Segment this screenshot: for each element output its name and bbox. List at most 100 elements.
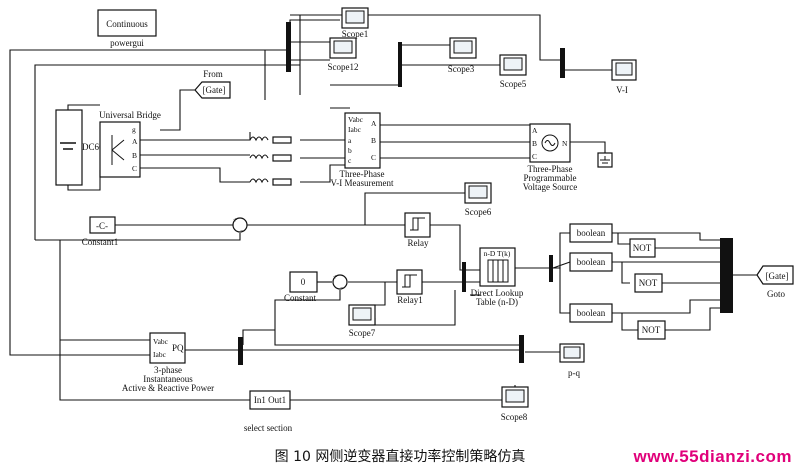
svg-text:+: + bbox=[333, 272, 337, 281]
rl-branch-c bbox=[249, 178, 292, 186]
select-section-block[interactable]: In1 Out1 select section bbox=[244, 390, 293, 433]
not-block-2[interactable]: NOT bbox=[634, 273, 663, 293]
pq-label-3: Active & Reactive Power bbox=[122, 383, 214, 393]
lookup-label-2: Table (n-D) bbox=[476, 297, 518, 307]
svg-text:Scope6: Scope6 bbox=[465, 207, 492, 217]
svg-text:V-I: V-I bbox=[616, 85, 628, 95]
vi-out-b: B bbox=[371, 136, 376, 145]
bridge-port-a: A bbox=[132, 137, 138, 146]
sum-block-1[interactable]: + − bbox=[232, 215, 248, 235]
vs-label-2: Programmable bbox=[524, 173, 577, 183]
not-block-1[interactable]: NOT bbox=[629, 238, 656, 258]
dc-source-block[interactable]: DC600V bbox=[55, 109, 115, 186]
scope-vi[interactable]: V-I bbox=[611, 59, 637, 95]
svg-text:−: − bbox=[240, 226, 244, 235]
vi-out-c: C bbox=[371, 153, 376, 162]
vs-port-c: C bbox=[532, 152, 537, 161]
universal-bridge-block[interactable]: Universal Bridge g A B C bbox=[99, 110, 161, 178]
mux-bus-pq2[interactable] bbox=[519, 335, 524, 363]
vs-port-n: N bbox=[562, 139, 568, 148]
relay-block[interactable]: Relay bbox=[404, 212, 431, 248]
goto-label: Goto bbox=[767, 289, 786, 299]
mux-bus-2[interactable] bbox=[398, 42, 402, 87]
vi-port-c: c bbox=[348, 156, 352, 165]
from-label: From bbox=[203, 69, 223, 79]
pq-in-iabc: Iabc bbox=[153, 350, 167, 359]
pq-out: PQ bbox=[172, 343, 184, 353]
voltage-source-block[interactable]: A B C N Three-Phase Programmable Voltage… bbox=[523, 123, 578, 192]
goto-tag: [Gate] bbox=[766, 271, 789, 281]
powergui-label: powergui bbox=[110, 38, 144, 48]
relay1-block[interactable]: Relay1 bbox=[396, 269, 423, 305]
powergui-block[interactable]: Continuous powergui bbox=[97, 9, 157, 48]
ground-icon bbox=[597, 152, 613, 168]
constant1-label: Constant1 bbox=[82, 237, 119, 247]
vi-port-iabc: Iabc bbox=[348, 125, 362, 134]
scope-scope12[interactable]: Scope12 bbox=[328, 37, 359, 72]
vi-port-vabc: Vabc bbox=[348, 115, 364, 124]
mux-bus-pq[interactable] bbox=[238, 337, 243, 365]
mux-bus-3[interactable] bbox=[560, 48, 565, 78]
lookup-label-1: Direct Lookup bbox=[471, 288, 524, 298]
bridge-port-c: C bbox=[132, 164, 137, 173]
svg-text:NOT: NOT bbox=[639, 278, 658, 288]
mux-bus-lookup[interactable] bbox=[462, 262, 466, 292]
goto-block[interactable]: [Gate] Goto bbox=[756, 265, 794, 299]
boolean-block-1[interactable]: boolean bbox=[569, 223, 613, 243]
svg-text:boolean: boolean bbox=[577, 228, 606, 238]
demux-bus[interactable] bbox=[549, 255, 553, 282]
buses bbox=[238, 22, 733, 365]
from-gate-block[interactable]: [Gate] From bbox=[194, 69, 231, 99]
mux-bus-1[interactable] bbox=[286, 22, 291, 72]
relay-label: Relay bbox=[408, 238, 429, 248]
vs-port-b: B bbox=[532, 139, 537, 148]
scope-scope6[interactable]: Scope6 bbox=[464, 182, 492, 217]
svg-text:boolean: boolean bbox=[577, 308, 606, 318]
svg-text:NOT: NOT bbox=[642, 325, 661, 335]
scope-scope1[interactable]: Scope1 bbox=[341, 7, 369, 39]
svg-text:Scope12: Scope12 bbox=[328, 62, 359, 72]
svg-text:boolean: boolean bbox=[577, 257, 606, 267]
scope-scope5[interactable]: Scope5 bbox=[499, 54, 527, 89]
vi-label-1: Three-Phase bbox=[340, 169, 385, 179]
svg-text:−: − bbox=[340, 283, 344, 292]
relay1-label: Relay1 bbox=[397, 295, 423, 305]
svg-text:Scope1: Scope1 bbox=[342, 29, 369, 39]
watermark: www.55dianzi.com bbox=[633, 447, 792, 466]
svg-text:Scope3: Scope3 bbox=[448, 64, 475, 74]
pq-block[interactable]: Vabc Iabc PQ 3-phase Instantaneous Activ… bbox=[122, 332, 214, 393]
from-gate-tag: [Gate] bbox=[203, 85, 226, 95]
dc-source-label: DC600V bbox=[82, 142, 115, 152]
pq-label-1: 3-phase bbox=[154, 365, 182, 375]
select-ports: In1 Out1 bbox=[254, 395, 286, 405]
direct-lookup-block[interactable]: n-D T(k) Direct Lookup Table (n-D) bbox=[471, 247, 524, 307]
select-label: select section bbox=[244, 423, 293, 433]
svg-text:Scope8: Scope8 bbox=[501, 412, 528, 422]
constant-value: 0 bbox=[301, 277, 306, 287]
rl-branch-b bbox=[249, 154, 292, 162]
mux-bus-goto[interactable] bbox=[720, 238, 733, 313]
scope-scope3[interactable]: Scope3 bbox=[448, 37, 477, 74]
pq-label-2: Instantaneous bbox=[143, 374, 193, 384]
svg-text:NOT: NOT bbox=[633, 243, 652, 253]
svg-text:+: + bbox=[233, 215, 237, 224]
constant1-block[interactable]: -C- Constant1 bbox=[82, 216, 119, 247]
figure-caption: 图 10 网侧逆变器直接功率控制策略仿真 bbox=[274, 449, 526, 465]
scope-scope8[interactable]: Scope8 bbox=[501, 386, 529, 422]
vi-measurement-block[interactable]: Vabc Iabc a b c A B C Three-Phase V-I Me… bbox=[331, 112, 394, 188]
scope-scope7[interactable]: Scope7 bbox=[348, 304, 376, 338]
lookup-header: n-D T(k) bbox=[484, 249, 511, 258]
vi-label-2: V-I Measurement bbox=[331, 178, 394, 188]
scope-pq[interactable]: p-q bbox=[559, 343, 585, 378]
pq-in-vabc: Vabc bbox=[153, 337, 169, 346]
boolean-block-2[interactable]: boolean bbox=[569, 252, 613, 272]
constant-block[interactable]: 0 Constant bbox=[284, 271, 318, 303]
svg-text:Scope5: Scope5 bbox=[500, 79, 527, 89]
boolean-block-3[interactable]: boolean bbox=[569, 303, 613, 323]
not-block-3[interactable]: NOT bbox=[637, 320, 666, 340]
constant-label: Constant bbox=[284, 293, 317, 303]
powergui-mode: Continuous bbox=[106, 19, 148, 29]
vs-label-1: Three-Phase bbox=[528, 164, 573, 174]
sum-block-2[interactable]: + − bbox=[332, 272, 348, 292]
